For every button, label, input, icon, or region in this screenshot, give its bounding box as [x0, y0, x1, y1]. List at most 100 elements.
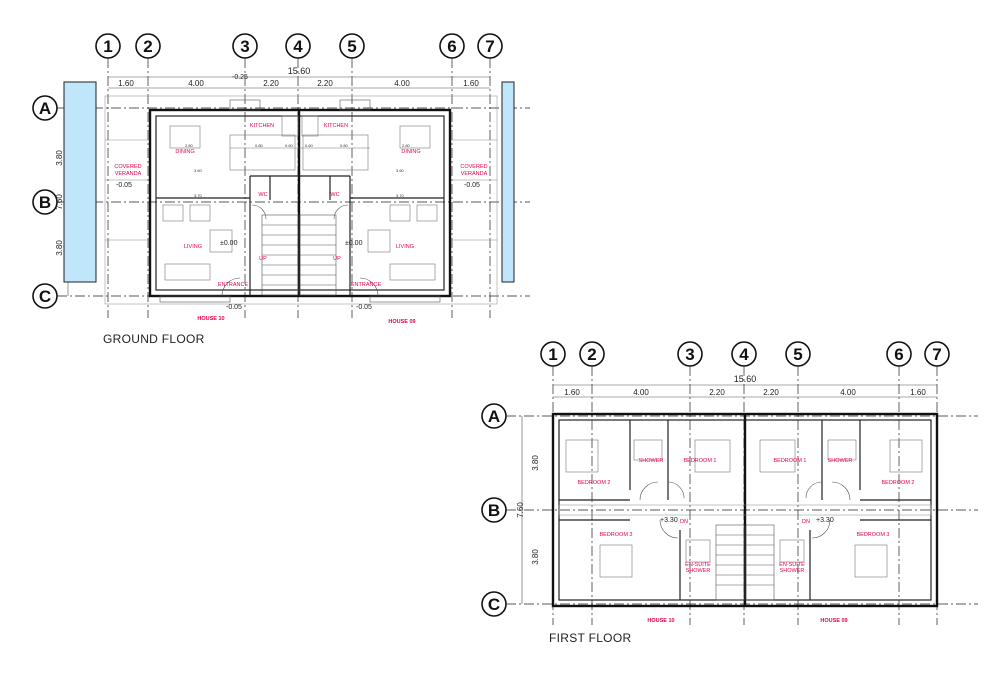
- ff-vdim-total: 7.60: [516, 502, 525, 518]
- gf-walls: [148, 99, 452, 303]
- ff-doors: [639, 481, 851, 539]
- ground-floor-plan: 1 2 3 4 5 6 7 A B C: [32, 33, 530, 346]
- gf-dim-6: 1.60: [463, 79, 479, 88]
- gf-stairs: [261, 214, 337, 296]
- gf-vdim-total: 7.60: [55, 194, 64, 210]
- ff-dim-2: 4.00: [633, 388, 649, 397]
- svg-text:3.60: 3.60: [396, 168, 405, 173]
- gf-grid-label-A: A: [39, 99, 51, 118]
- gf-house-09-label: HOUSE 09: [388, 319, 415, 325]
- gf-grid-label-3: 3: [240, 37, 249, 56]
- gf-level-veranda-left: -0.05: [116, 182, 132, 189]
- gf-dimensions: 15.60 1.60 4.00 2.20 2.20 4.00 1.60 -0.2…: [55, 66, 490, 296]
- ff-grid-label-A: A: [488, 407, 500, 426]
- gf-room-dining-left: DINING: [175, 149, 194, 155]
- gf-pool-right: [501, 81, 515, 283]
- ff-room-bedroom3-right: BEDROOM 3: [856, 532, 889, 538]
- gf-kitchen-units: [229, 115, 370, 171]
- ff-column-bubbles: 1 2 3 4 5 6 7: [540, 341, 950, 367]
- gf-doors: [221, 204, 379, 297]
- ff-furniture: [565, 439, 923, 578]
- svg-text:0.80: 0.80: [340, 143, 349, 148]
- ff-level-right: +3.30: [816, 517, 834, 524]
- gf-furniture: [162, 125, 438, 281]
- ff-grid-lines: [506, 366, 978, 625]
- ff-grid-label-1: 1: [548, 345, 557, 364]
- gf-level-entrance-left: -0.05: [226, 304, 242, 311]
- svg-text:0.60: 0.60: [305, 143, 314, 148]
- gf-vdim-1: 3.80: [55, 150, 64, 166]
- ff-room-ensuite-right-2: SHOWER: [780, 568, 805, 574]
- ff-walls: [551, 412, 939, 608]
- ff-row-bubbles: A B C: [481, 403, 507, 617]
- ff-overall-dim: 15.60: [734, 374, 757, 384]
- gf-room-veranda-right-2: VERANDA: [461, 171, 488, 177]
- gf-room-up-left: UP: [259, 256, 267, 262]
- ff-grid-label-C: C: [488, 595, 500, 614]
- ff-grid-label-4: 4: [739, 345, 749, 364]
- ff-grid-label-7: 7: [932, 345, 941, 364]
- ff-grid-label-6: 6: [894, 345, 903, 364]
- gf-level-entrance-right: -0.05: [356, 304, 372, 311]
- ff-room-bedroom2-left: BEDROOM 2: [577, 480, 610, 486]
- gf-dim-3: 2.20: [263, 79, 279, 88]
- ff-grid-label-3: 3: [685, 345, 694, 364]
- gf-room-kitchen-left: KITCHEN: [250, 123, 274, 129]
- gf-house-10-label: HOUSE 10: [197, 316, 224, 322]
- ff-dim-6: 1.60: [910, 388, 926, 397]
- gf-overall-dim: 15.60: [288, 66, 311, 76]
- gf-grid-label-C: C: [39, 287, 51, 306]
- ff-dim-1: 1.60: [564, 388, 580, 397]
- gf-room-veranda-right-1: COVERED: [460, 164, 487, 170]
- gf-level-marks: -0.05 -0.05 ±0.00 ±0.00 -0.05 -0.05: [116, 182, 480, 311]
- gf-dim-5: 4.00: [394, 79, 410, 88]
- ff-room-shower-left: SHOWER: [639, 458, 664, 464]
- first-floor-plan: 1 2 3 4 5 6 7 A B C: [481, 341, 978, 645]
- gf-terrace-paving: [104, 95, 498, 305]
- ff-title: FIRST FLOOR: [549, 631, 631, 645]
- gf-top-level: -0.25: [232, 74, 248, 81]
- ff-room-bedroom1-left: BEDROOM 1: [683, 458, 716, 464]
- svg-text:2.80: 2.80: [185, 143, 194, 148]
- gf-room-labels: KITCHEN KITCHEN DINING DINING COVERED VE…: [114, 123, 487, 288]
- gf-room-wc-right: WC: [330, 192, 339, 198]
- ff-room-labels: BEDROOM 2 BEDROOM 2 SHOWER SHOWER BEDROO…: [577, 458, 914, 574]
- gf-level-living-right: ±0.00: [345, 240, 363, 247]
- svg-text:2.80: 2.80: [402, 143, 411, 148]
- ff-level-left: +3.30: [660, 517, 678, 524]
- gf-room-veranda-left-2: VERANDA: [115, 171, 142, 177]
- gf-room-entrance-left: ENTRANCE: [218, 282, 249, 288]
- svg-text:3.70: 3.70: [396, 193, 405, 198]
- gf-dim-2: 4.00: [188, 79, 204, 88]
- ff-room-ensuite-left-1: EN-SUITE: [685, 562, 711, 568]
- svg-text:3.60: 3.60: [194, 168, 203, 173]
- gf-room-up-right: UP: [333, 256, 341, 262]
- ff-dim-3: 2.20: [709, 388, 725, 397]
- ff-grid-label-2: 2: [587, 345, 596, 364]
- svg-text:3.70: 3.70: [194, 193, 203, 198]
- gf-room-kitchen-right: KITCHEN: [324, 123, 348, 129]
- gf-grid-label-7: 7: [485, 37, 494, 56]
- ff-stairs: [715, 524, 775, 601]
- svg-text:0.60: 0.60: [285, 143, 294, 148]
- ff-room-ensuite-right-1: EN-SUITE: [779, 562, 805, 568]
- gf-grid-label-6: 6: [447, 37, 456, 56]
- gf-room-living-right: LIVING: [396, 244, 414, 250]
- ff-vdim-2: 3.80: [531, 549, 540, 565]
- ff-room-bedroom2-right: BEDROOM 2: [881, 480, 914, 486]
- svg-text:0.80: 0.80: [255, 143, 264, 148]
- gf-title: GROUND FLOOR: [103, 332, 205, 346]
- gf-room-entrance-right: ENTRANCE: [351, 282, 382, 288]
- ff-room-bedroom3-left: BEDROOM 3: [599, 532, 632, 538]
- gf-dim-1: 1.60: [118, 79, 134, 88]
- gf-grid-label-5: 5: [347, 37, 356, 56]
- ff-house-09-label: HOUSE 09: [820, 618, 847, 624]
- ff-dimensions: 15.60 1.60 4.00 2.20 2.20 4.00 1.60 3.80…: [516, 374, 937, 604]
- gf-room-wc-left: WC: [258, 192, 267, 198]
- gf-room-dining-right: DINING: [401, 149, 420, 155]
- gf-level-living-left: ±0.00: [220, 240, 238, 247]
- ff-room-ensuite-left-2: SHOWER: [686, 568, 711, 574]
- gf-grid-label-4: 4: [293, 37, 303, 56]
- gf-pool-left: [63, 81, 97, 283]
